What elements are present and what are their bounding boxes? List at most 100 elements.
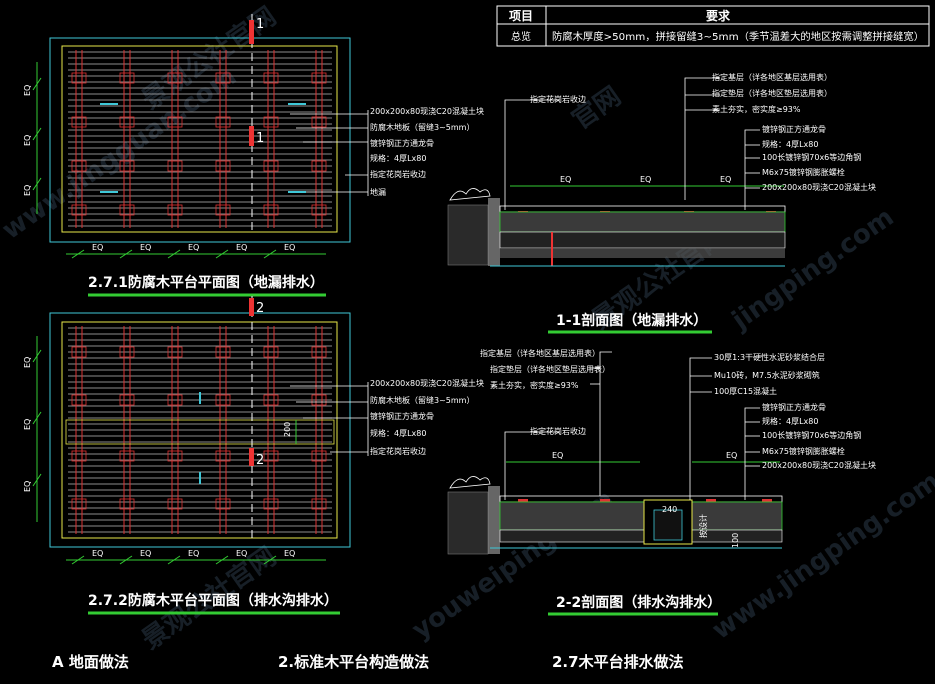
plan1-note: 指定花岗岩收边 xyxy=(370,169,426,179)
sec2-note: 镀锌钢正方通龙骨 xyxy=(762,402,826,412)
concrete-block xyxy=(71,116,87,128)
concrete-block xyxy=(215,160,231,172)
plan1-note: 镀锌钢正方通龙骨 xyxy=(370,138,434,148)
dim-label: EQ xyxy=(140,243,151,252)
concrete-block xyxy=(263,346,279,358)
section-2-2: 240 按设计 100 EQ EQ 指定花岗岩收边 指定基层（详各地区基层选用表… xyxy=(447,348,876,616)
plan2-title: 2.7.2防腐木平台平面图（排水沟排水） xyxy=(88,592,338,609)
dim-label: EQ xyxy=(284,549,295,558)
dim-tick xyxy=(32,127,42,141)
sec1-note: 镀锌钢正方通龙骨 xyxy=(762,124,826,134)
concrete-block xyxy=(215,116,231,128)
concrete-block xyxy=(167,160,183,172)
plan2-note: 防腐木地板（留缝3~5mm） xyxy=(370,395,474,405)
plan2-note: 指定花岗岩收边 xyxy=(370,446,426,456)
dim-tick xyxy=(263,249,277,259)
concrete-block xyxy=(263,498,279,510)
sec1-edge-note: 指定花岗岩收边 xyxy=(530,94,586,104)
concrete-block xyxy=(215,450,231,462)
sec2-dim: EQ xyxy=(726,451,737,460)
table-header-item: 项目 xyxy=(509,9,533,23)
concrete-block xyxy=(167,394,183,406)
concrete-block xyxy=(311,72,327,84)
concrete-block xyxy=(311,450,327,462)
concrete-block xyxy=(311,394,327,406)
concrete-block xyxy=(263,450,279,462)
section-mark: 2 xyxy=(256,453,264,468)
dim-tick xyxy=(32,349,42,363)
dim-tick xyxy=(32,77,42,91)
dim-tick xyxy=(32,411,42,425)
concrete-block xyxy=(119,160,135,172)
concrete-block xyxy=(263,116,279,128)
table-row-item: 总览 xyxy=(511,30,531,43)
footer-drainage-method: 2.7木平台排水做法 xyxy=(552,653,684,671)
plan1-note: 防腐木地板（留缝3~5mm） xyxy=(370,122,474,132)
concrete-block xyxy=(119,346,135,358)
concrete-block xyxy=(167,498,183,510)
sec2-note: 200x200x80现浇C20混凝土块 xyxy=(762,460,876,470)
table-header-requirement: 要求 xyxy=(706,8,731,23)
dim-label: EQ xyxy=(92,549,103,558)
concrete-block xyxy=(263,204,279,216)
concrete-block xyxy=(71,498,87,510)
concrete-block xyxy=(167,72,183,84)
sec2-note: 素土夯实，密实度≥93% xyxy=(490,380,579,390)
sec2-note: M6x75镀锌钢膨胀螺栓 xyxy=(762,446,845,456)
concrete-block xyxy=(167,116,183,128)
section-mark: 1 xyxy=(256,17,264,32)
sec1-note: 素土夯实，密实度≥93% xyxy=(712,104,801,114)
concrete-block xyxy=(263,160,279,172)
concrete-block xyxy=(311,498,327,510)
dim-tick xyxy=(119,555,133,565)
sec2-note: 100厚C15混凝土 xyxy=(714,386,777,396)
plan1-note: 地漏 xyxy=(370,187,386,197)
sec1-note: 指定基层（详各地区基层选用表） xyxy=(712,72,832,82)
sec2-note: 指定基层（详各地区基层选用表） xyxy=(480,348,600,358)
dim-label: EQ xyxy=(92,243,103,252)
requirement-table: 项目 要求 总览 防腐木厚度>50mm，拼接留缝3~5mm（季节温差大的地区按需… xyxy=(496,5,930,47)
joist-section xyxy=(762,499,772,503)
dim-tick xyxy=(167,555,181,565)
dim-label: EQ xyxy=(23,481,32,492)
concrete-block xyxy=(167,204,183,216)
sec1-note: M6x75镀锌钢膨胀螺栓 xyxy=(762,167,845,177)
dim-tick xyxy=(215,555,229,565)
plan2-dim-200: 200 xyxy=(283,422,292,437)
watermark: 官网 xyxy=(566,81,626,136)
concrete-block xyxy=(119,498,135,510)
table-row-requirement: 防腐木厚度>50mm，拼接留缝3~5mm（季节温差大的地区按需调整拼接缝宽） xyxy=(552,30,924,43)
sec1-dim: EQ xyxy=(560,175,571,184)
footer-ground-method: A 地面做法 xyxy=(52,653,129,671)
sec1-title: 1-1剖面图（地漏排水） xyxy=(556,312,707,329)
dim-label: EQ xyxy=(188,243,199,252)
watermark: www.jingping.com xyxy=(707,466,935,646)
sec1-dim: EQ xyxy=(720,175,731,184)
concrete-block xyxy=(71,450,87,462)
dim-tick xyxy=(167,249,181,259)
concrete-block xyxy=(71,394,87,406)
concrete-block xyxy=(215,498,231,510)
joist-section xyxy=(518,499,528,503)
dim-label: EQ xyxy=(140,549,151,558)
concrete-block xyxy=(311,160,327,172)
footer-standard-platform: 2.标准木平台构造做法 xyxy=(278,653,429,671)
sec2-dim: EQ xyxy=(552,451,563,460)
joist-section xyxy=(706,499,716,503)
section-mark: 1 xyxy=(256,131,264,146)
concrete-block xyxy=(215,394,231,406)
sec2-dim-240: 240 xyxy=(662,505,677,514)
dim-label: EQ xyxy=(23,185,32,196)
concrete-block xyxy=(311,116,327,128)
sec2-note: 30厚1:3干硬性水泥砂浆结合层 xyxy=(714,352,825,362)
sec1-note: 200x200x80现浇C20混凝土块 xyxy=(762,182,876,192)
concrete-block xyxy=(71,346,87,358)
watermark: www.jingguan.com xyxy=(0,61,242,245)
concrete-block xyxy=(263,72,279,84)
concrete-block xyxy=(167,450,183,462)
sec2-dim-slope: 按设计 xyxy=(698,514,708,538)
concrete-block xyxy=(167,346,183,358)
